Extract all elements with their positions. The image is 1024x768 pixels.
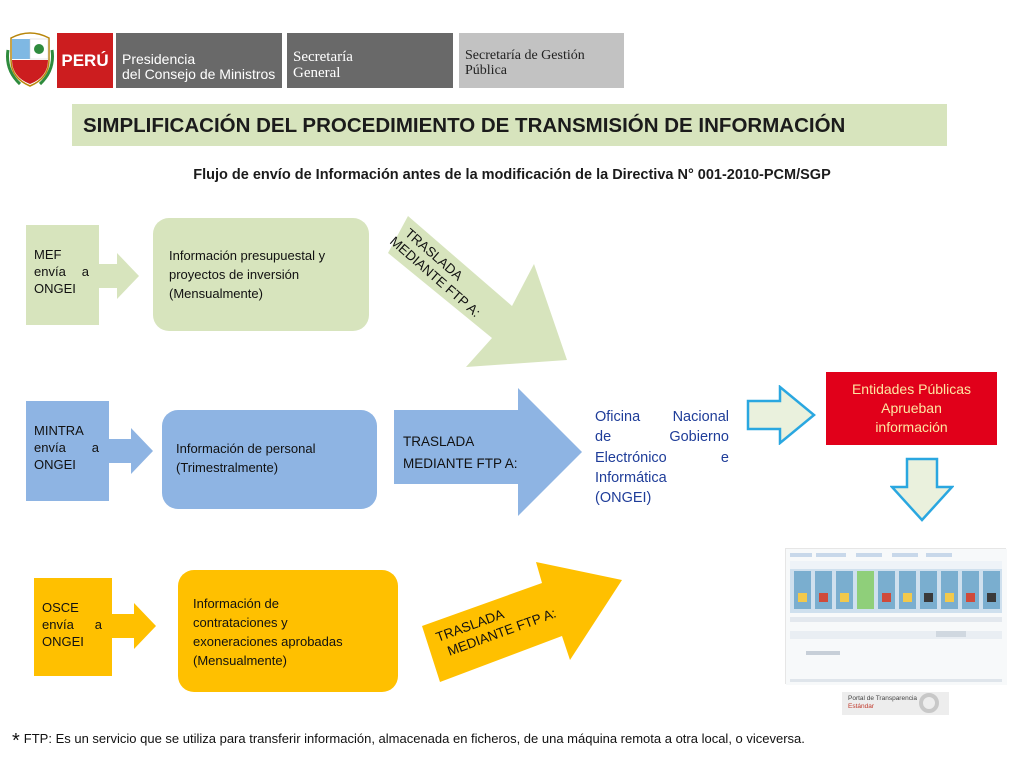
header-secretaria-gestion-publica: Secretaría de Gestión Pública (459, 33, 624, 88)
info-line: (Trimestralmente) (176, 459, 367, 478)
source-prep: a (92, 440, 99, 455)
entidades-line1: Entidades Públicas (826, 380, 997, 399)
peru-coat-of-arms-logo (5, 30, 55, 88)
header-secretaria-general: Secretaría General (287, 33, 453, 88)
source-prep: a (95, 617, 102, 632)
ongei-word: Oficina (595, 409, 640, 425)
peru-label: PERÚ (61, 51, 108, 71)
info-line: Información de (193, 595, 388, 614)
sgp-line1: Secretaría de Gestión (465, 49, 618, 64)
source-target: ONGEI (34, 281, 99, 298)
source-verb: envía (34, 264, 66, 279)
diagram-subtitle: Flujo de envío de Información antes de l… (0, 167, 1024, 183)
entidades-publicas-box: Entidades Públicas Aprueban información (826, 372, 997, 445)
header-pcm: Presidencia del Consejo de Ministros (116, 33, 282, 88)
entidades-line2: Aprueban (826, 399, 997, 418)
ongei-word: Nacional (673, 409, 729, 425)
portal-transparencia-logo: Portal de Transparencia Estándar (842, 692, 949, 715)
source-verb: envía (42, 617, 74, 632)
arrow-to-entidades (746, 385, 818, 445)
ongei-word: e (721, 450, 729, 466)
entidades-line3: información (826, 418, 997, 437)
ongei-word: Electrónico (595, 450, 667, 466)
source-box-mintra: MINTRA envía a ONGEI (26, 401, 109, 501)
source-name: OSCE (42, 600, 112, 617)
source-box-mef: MEF envía a ONGEI (26, 225, 99, 325)
arrow-down-to-portal (890, 457, 954, 523)
info-box-osce: Información de contrataciones y exonerac… (178, 570, 398, 692)
portal-brand-line1: Portal de Transparencia (848, 695, 917, 703)
source-box-osce: OSCE envía a ONGEI (34, 578, 112, 676)
footnote-star: * (12, 730, 20, 752)
source-verb: envía (34, 440, 66, 455)
source-target: ONGEI (34, 457, 109, 474)
info-line: Información presupuestal y (169, 247, 359, 266)
peru-logo: PERÚ (57, 33, 113, 88)
ongei-word: Gobierno (669, 429, 729, 445)
source-name: MEF (34, 247, 99, 264)
pcm-line1: Presidencia (122, 52, 276, 67)
sg-line1: Secretaría (293, 50, 447, 66)
info-line: (Mensualmente) (169, 285, 359, 304)
sg-line2: General (293, 66, 447, 82)
info-line: Información de personal (176, 440, 367, 459)
info-line: exoneraciones aprobadas (193, 633, 388, 652)
arrow-label-line1: TRASLADA (403, 434, 474, 449)
page-title: SIMPLIFICACIÓN DEL PROCEDIMIENTO DE TRAN… (72, 104, 947, 146)
portal-e-icon (919, 693, 939, 713)
ongei-line4: Informática (595, 468, 729, 488)
source-prep: a (82, 264, 89, 279)
info-line: proyectos de inversión (169, 266, 359, 285)
ongei-word: de (595, 429, 611, 445)
small-arrow-mef (99, 253, 141, 299)
arrow-label-line2: MEDIANTE FTP A: (403, 456, 518, 471)
small-arrow-mintra (109, 428, 155, 474)
transfer-arrow-mef: TRASLADA MEDIANTE FTP A: (380, 210, 575, 380)
ongei-line5: (ONGEI) (595, 488, 729, 508)
small-arrow-osce (112, 603, 158, 649)
ongei-label: Oficina Nacional de Gobierno Electrónico… (595, 407, 729, 508)
transfer-arrow-mintra: TRASLADA MEDIANTE FTP A: (394, 388, 584, 518)
info-line: contrataciones y (193, 614, 388, 633)
info-line: (Mensualmente) (193, 652, 388, 671)
info-box-mef: Información presupuestal y proyectos de … (153, 218, 369, 331)
footnote-text: FTP: Es un servicio que se utiliza para … (24, 731, 805, 746)
pcm-line2: del Consejo de Ministros (122, 67, 276, 82)
sgp-line2: Pública (465, 64, 618, 79)
source-target: ONGEI (42, 634, 112, 651)
footnote: * FTP: Es un servicio que se utiliza para… (12, 730, 805, 753)
transfer-arrow-osce: TRASLADA MEDIANTE FTP A: (410, 540, 625, 690)
info-box-mintra: Información de personal (Trimestralmente… (162, 410, 377, 509)
source-name: MINTRA (34, 423, 109, 440)
portal-screenshot-image (785, 548, 1006, 684)
portal-brand-line2: Estándar (848, 703, 917, 711)
